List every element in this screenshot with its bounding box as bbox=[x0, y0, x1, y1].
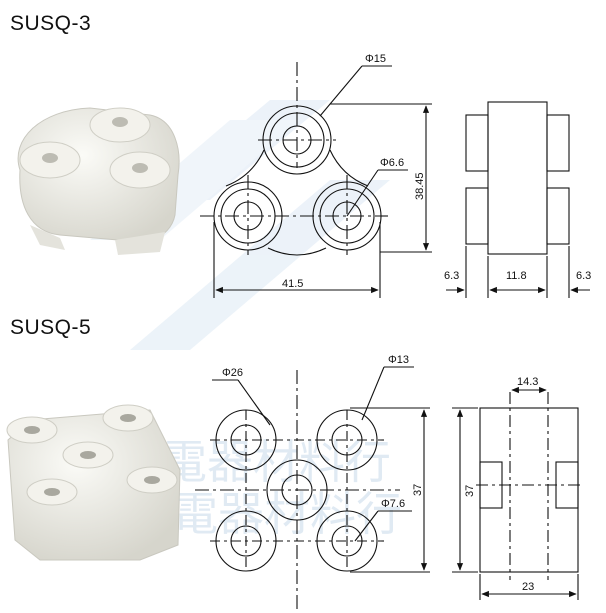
susq-3-hole-outer-diameter-label: Φ15 bbox=[365, 53, 386, 65]
susq-3-right-boss-label: 6.3 bbox=[576, 270, 591, 282]
model-title-susq-5: SUSQ-5 bbox=[10, 316, 92, 339]
model-title-susq-3: SUSQ-3 bbox=[10, 12, 92, 35]
susq-5-boss-spacing-label: 14.3 bbox=[517, 376, 538, 388]
susq-5-side-height-label: 37 bbox=[464, 485, 476, 497]
susq-5-outer-diameter-label: Φ26 bbox=[222, 367, 243, 379]
susq-3-front-view bbox=[200, 62, 432, 298]
susq-5-height-label: 37 bbox=[412, 484, 424, 496]
susq-3-left-boss-label: 6.3 bbox=[444, 270, 459, 282]
susq-5-hole-inner-diameter-label: Φ7.6 bbox=[381, 498, 405, 510]
susq-3-height-label: 38.45 bbox=[414, 172, 426, 200]
susq-3-hole-inner-diameter-label: Φ6.6 bbox=[380, 157, 404, 169]
susq-5-width-label: 23 bbox=[522, 581, 534, 593]
susq-5-front-view bbox=[195, 366, 430, 610]
susq-3-width-label: 41.5 bbox=[282, 278, 303, 290]
susq-3-photo bbox=[17, 107, 180, 255]
susq-5-side-view bbox=[452, 386, 584, 600]
susq-5-hole-outer-diameter-label: Φ13 bbox=[388, 354, 409, 366]
susq-5-photo bbox=[6, 404, 181, 561]
susq-3-body-width-label: 11.8 bbox=[506, 270, 527, 282]
susq-3-side-view bbox=[446, 101, 590, 298]
